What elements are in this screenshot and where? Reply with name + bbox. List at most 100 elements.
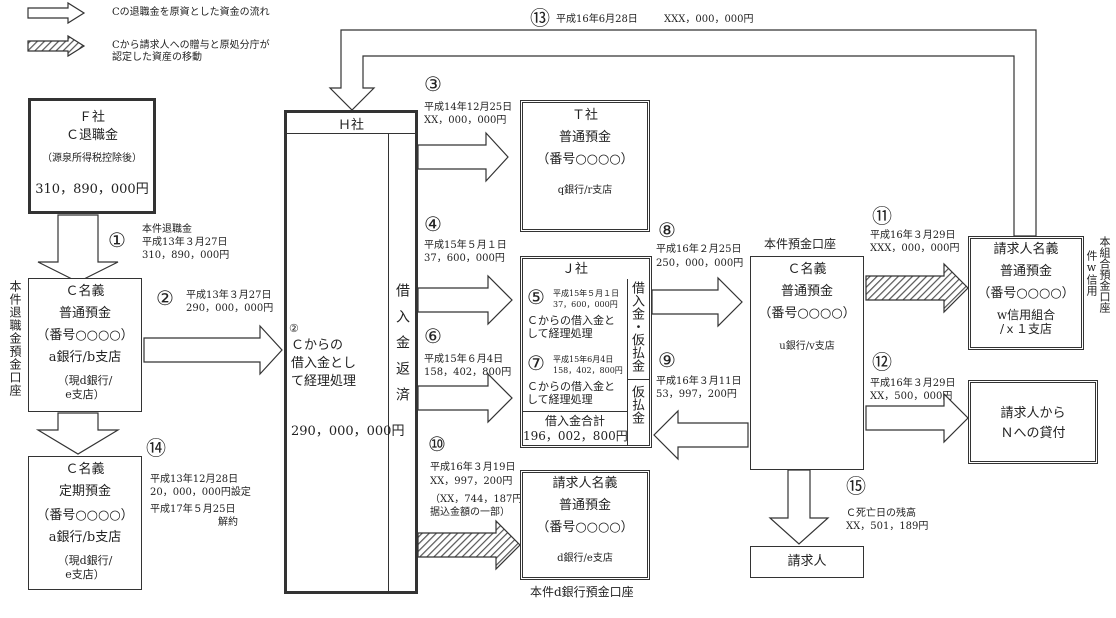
- h-note-3: て経理処理: [291, 374, 357, 389]
- arrow-14: [35, 412, 121, 455]
- f-company-box: Ｆ社 Ｃ退職金 （源泉所得税控除後） 310，890，000円: [28, 98, 156, 214]
- w-account-title: 請求人名義: [993, 242, 1059, 257]
- c-account-now2: e支店）: [65, 388, 105, 401]
- legend-white-arrow: [27, 1, 86, 25]
- c-main-bank: u銀行/v支店: [779, 341, 835, 352]
- h-note-2: 借入金とし: [291, 356, 357, 371]
- flow-6-amount: 158，402，800円: [424, 367, 512, 378]
- j-vertical-label-1: 借入金・仮払金: [629, 281, 644, 372]
- d-account-bank: d銀行/e支店: [557, 553, 613, 564]
- arrow-4: [417, 274, 513, 326]
- w-account-bank1: w信用組合: [996, 308, 1056, 322]
- flow-10-date: 平成16年３月19日: [430, 462, 516, 473]
- flow-10-number: ⑩: [428, 432, 446, 456]
- w-account-bank2: /ｘ１支店: [999, 322, 1053, 336]
- flow-8-number: ⑧: [658, 218, 676, 242]
- h-repayment-vertical: 借入金返済: [394, 283, 410, 413]
- h-note-1: Ｃからの: [291, 338, 344, 353]
- arrow-3: [417, 131, 509, 183]
- flow-1-number: ①: [108, 228, 126, 252]
- f-company-title: Ｆ社: [78, 110, 105, 125]
- flow-10-note1: （XX，744，187円の: [430, 494, 533, 505]
- j-total-amount: 196，002，800円: [523, 429, 628, 443]
- flow-3-date: 平成14年12月25日: [424, 102, 513, 113]
- arrow-2: [143, 324, 283, 376]
- arrow-6: [417, 372, 513, 424]
- flow-1-amount: 310，890，000円: [142, 250, 230, 261]
- flow-10-note2: 据込金額の一部）: [430, 507, 510, 518]
- flow-5-number: ⑤: [527, 285, 545, 309]
- c-main-type: 普通預金: [780, 284, 833, 299]
- flow-9-number: ⑨: [658, 348, 676, 372]
- j-e5-note1: Ｃからの借入金と: [527, 314, 615, 327]
- time-deposit-title: Ｃ名義: [65, 462, 105, 477]
- c-account-now1: （現d銀行/: [57, 374, 113, 387]
- flow-12-date: 平成16年３月29日: [870, 378, 956, 389]
- flow-13-amount: XXX，000，000円: [664, 14, 754, 25]
- flow-4-number: ④: [424, 212, 442, 236]
- flow-12-amount: XX，500，000円: [870, 391, 953, 402]
- c-account-bank: a銀行/b支店: [48, 350, 122, 365]
- flow-1-label: 本件退職金: [142, 224, 192, 235]
- legend-label-gift-line2: 認定した資産の移動: [112, 52, 202, 63]
- h-company-box: Ｈ社 ② Ｃからの 借入金とし て経理処理 290，000，000円 借入金返済: [284, 110, 418, 594]
- c-retirement-account-box: Ｃ名義 普通預金 （番号○○○○） a銀行/b支店 （現d銀行/ e支店）: [28, 278, 142, 412]
- claimant-box: 請求人: [750, 546, 864, 578]
- flow-4-amount: 37，600，000円: [424, 253, 505, 264]
- j-vertical-label-2: 仮払金: [629, 385, 644, 424]
- j-e5-date: 平成15年５月１日: [553, 289, 620, 298]
- j-divider-v: [627, 279, 628, 445]
- c-main-title: Ｃ名義: [787, 262, 827, 277]
- flow-14-date2: 平成17年５月25日: [150, 504, 236, 515]
- flow-15-number: ⑮: [846, 474, 866, 498]
- arrow-10: [417, 519, 521, 571]
- legend-label-gift-line1: Cから請求人への贈与と原処分庁が: [112, 40, 270, 51]
- claimant-w-account-box: 請求人名義 普通預金 （番号○○○○） w信用組合 /ｘ１支店: [968, 236, 1084, 350]
- flow-4-date: 平成15年５月１日: [424, 240, 507, 251]
- j-e5-note2: して経理処理: [527, 327, 593, 340]
- w-account-side-label-outer: 本組合預金口座: [1098, 236, 1111, 313]
- claimant-label: 請求人: [787, 554, 827, 569]
- flow-14-number: ⑭: [146, 436, 166, 460]
- legend-hatched-arrow: [27, 34, 86, 58]
- flow-14-end: 解約: [218, 517, 238, 528]
- d-account-title: 請求人名義: [552, 476, 618, 491]
- t-account-bank: q銀行/r支店: [557, 185, 613, 196]
- loan-to-n-line1: 請求人から: [1000, 406, 1066, 421]
- f-retirement-label: Ｃ退職金: [65, 128, 118, 143]
- flow-13-number: ⑬: [530, 6, 550, 30]
- flow-12-number: ⑫: [872, 350, 892, 374]
- w-account-number: （番号○○○○）: [977, 286, 1075, 301]
- f-amount: 310，890，000円: [35, 182, 149, 197]
- flow-10-amount: XX，997，200円: [430, 476, 513, 487]
- h-company-title: Ｈ社: [337, 118, 364, 133]
- flow-11-date: 平成16年３月29日: [870, 230, 956, 241]
- j-company-box: Ｊ社 ⑤ 平成15年５月１日 37，600，000円 Ｃからの借入金と して経理…: [520, 256, 652, 448]
- flow-6-number: ⑥: [424, 324, 442, 348]
- j-e7-note1: Ｃからの借入金と: [527, 380, 615, 393]
- flow-14-amount: 20，000，000円設定: [150, 487, 251, 498]
- j-e7-note2: して経理処理: [527, 393, 593, 406]
- j-divider-total: [523, 411, 627, 412]
- arrow-12: [865, 392, 969, 444]
- c-main-header: 本件預金口座: [764, 237, 837, 251]
- c-account-number: （番号○○○○）: [36, 328, 134, 343]
- flow-3-amount: XX，000，000円: [424, 115, 507, 126]
- d-account-number: （番号○○○○）: [536, 520, 634, 535]
- j-e7-date: 平成15年6月4日: [553, 355, 614, 364]
- flow-11-number: ⑪: [872, 204, 892, 228]
- flow-9-date: 平成16年３月11日: [656, 376, 742, 387]
- j-company-title: Ｊ社: [561, 262, 588, 277]
- t-company-box: Ｔ社 普通預金 （番号○○○○） q銀行/r支店: [520, 100, 650, 232]
- flow-13-date: 平成16年6月28日: [556, 14, 638, 25]
- flow-15-amount: XX，501，189円: [846, 521, 929, 532]
- c-account-title: Ｃ名義: [65, 284, 105, 299]
- d-account-type: 普通預金: [558, 498, 611, 513]
- arrow-1: [37, 214, 119, 283]
- j-total-label: 借入金合計: [544, 414, 605, 428]
- time-deposit-number: （番号○○○○）: [36, 508, 134, 523]
- flow-6-date: 平成15年６月4日: [424, 354, 504, 365]
- h-circled-2: ②: [289, 322, 299, 335]
- h-amount: 290，000，000円: [291, 424, 405, 439]
- arrow-15: [768, 469, 830, 545]
